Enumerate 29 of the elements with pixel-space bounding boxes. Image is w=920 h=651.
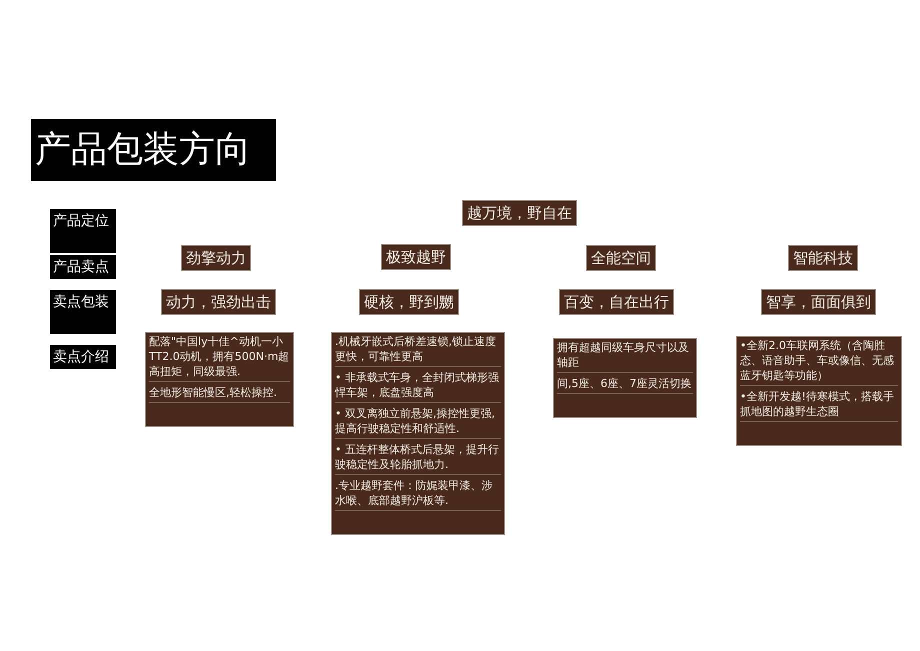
label-box: 劲擎动力	[181, 245, 251, 271]
label-box: 极致越野	[381, 244, 451, 270]
detail-text: •全新2.0车联网系统（含陶胜态、语音助手、车或像信、无感蓝牙钥匙等功能）	[740, 338, 898, 386]
row-header: 卖点包装	[50, 290, 116, 334]
detail-box	[145, 332, 294, 427]
detail-text: •全新开发越!待寒模式，搭载手抓地图的越野生态圈	[740, 389, 898, 422]
detail-box	[736, 336, 902, 446]
label-box: 越万境，野自在	[462, 200, 577, 226]
title: 产品包装方向	[31, 119, 276, 181]
row-header: 产品定位	[50, 209, 116, 253]
detail-box	[331, 332, 505, 535]
detail-text: 拥有超越同级车身尺寸以及轴距	[557, 340, 693, 373]
detail-box	[553, 338, 697, 418]
label-box: 百变，自在出行	[559, 289, 674, 315]
label-box: 硬核，野到嬲	[359, 289, 459, 315]
detail-text: • 双叉离独立前悬架,操控性更强,提高行驶稳定性和舒适性.	[335, 406, 501, 439]
row-header: 产品卖点	[50, 255, 116, 279]
detail-text: 全地形智能慢区,轻松操控.	[149, 385, 290, 403]
detail-text: .机械牙嵌式后桥差速锁,锁止速度更快，可靠性更高	[335, 334, 501, 367]
detail-text: • 五连杆整体桥式后悬架，提升行驶稳定性及轮胎抓地力.	[335, 442, 501, 475]
detail-text: .专业越野套件：防娓装甲漆、涉水喉、底部越野沪板等.	[335, 478, 501, 511]
label-box: 动力，强劲出击	[161, 289, 276, 315]
detail-text: 配落"中国ly十佳^动机一小TT2.0动机，拥有500N·m超高扭矩，同级最强.	[149, 334, 290, 382]
detail-text: 间,5座、6座、7座灵活切换	[557, 376, 693, 394]
detail-text: • 非承载式车身，全封闭式梯形强悍车架，底盘强度高	[335, 370, 501, 403]
label-box: 全能空间	[586, 245, 656, 271]
label-box: 智能科技	[788, 245, 858, 271]
label-box: 智享，面面俱到	[761, 289, 876, 315]
row-header: 卖点介绍	[50, 345, 116, 369]
